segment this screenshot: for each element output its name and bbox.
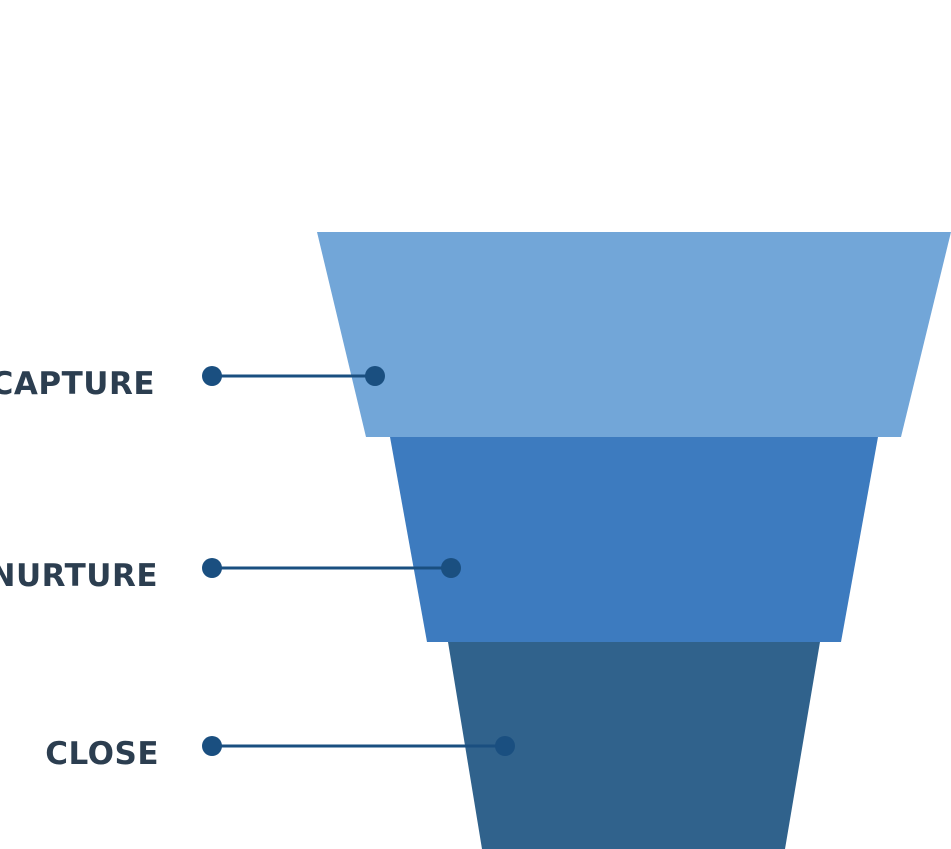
funnel-stage-nurture [390, 437, 878, 642]
close-connector-start-dot [202, 736, 222, 756]
close-connector-end-dot [495, 736, 515, 756]
funnel-stage-capture [317, 232, 951, 437]
stage-label-nurture: NURTURE [0, 558, 158, 594]
stage-label-capture: CAPTURE [0, 366, 155, 402]
capture-connector-end-dot [365, 366, 385, 386]
funnel-stage-close [448, 642, 820, 849]
capture-connector-start-dot [202, 366, 222, 386]
nurture-connector-start-dot [202, 558, 222, 578]
stage-label-close: CLOSE [45, 736, 159, 772]
nurture-connector-end-dot [441, 558, 461, 578]
